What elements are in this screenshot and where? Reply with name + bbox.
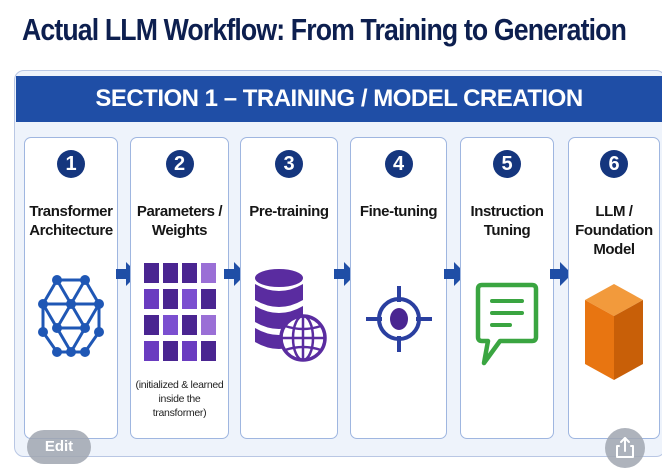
share-button[interactable] bbox=[605, 428, 645, 468]
target-icon bbox=[365, 286, 432, 352]
section-banner: SECTION 1 – TRAINING / MODEL CREATION bbox=[16, 76, 662, 122]
flow-arrow-icon bbox=[550, 262, 572, 286]
step-number: 4 bbox=[384, 150, 413, 178]
page-title: Actual LLM Workflow: From Training to Ge… bbox=[22, 12, 627, 47]
flow-arrow-icon bbox=[334, 262, 356, 286]
flow-arrow-icon bbox=[116, 262, 138, 286]
flow-arrow-icon bbox=[224, 262, 246, 286]
step-number: 5 bbox=[493, 150, 521, 178]
step-card-4: 4 Fine-tuning bbox=[350, 137, 447, 439]
weights-grid-icon bbox=[143, 263, 216, 361]
neural-network-icon bbox=[38, 275, 104, 357]
flow-arrow-icon bbox=[444, 262, 466, 286]
step-number: 3 bbox=[275, 150, 303, 178]
step-label: Parameters /Weights bbox=[136, 203, 223, 239]
share-icon bbox=[616, 437, 634, 458]
step-label: Fine-tuning bbox=[359, 203, 438, 220]
step-number: 2 bbox=[165, 150, 194, 178]
step-card-3: 3 Pre-training bbox=[240, 137, 338, 439]
step-number: 1 bbox=[57, 150, 85, 178]
database-globe-icon bbox=[255, 269, 327, 362]
edit-button[interactable]: Edit bbox=[27, 430, 91, 464]
diagram-frame bbox=[14, 70, 662, 457]
cube-icon bbox=[585, 284, 643, 380]
step-number: 6 bbox=[600, 150, 628, 178]
step-label: Pre-training bbox=[249, 203, 329, 220]
chat-bubble-icon bbox=[475, 282, 539, 366]
step-card-2: 2 Parameters /Weights (initialized & lea… bbox=[130, 137, 229, 439]
